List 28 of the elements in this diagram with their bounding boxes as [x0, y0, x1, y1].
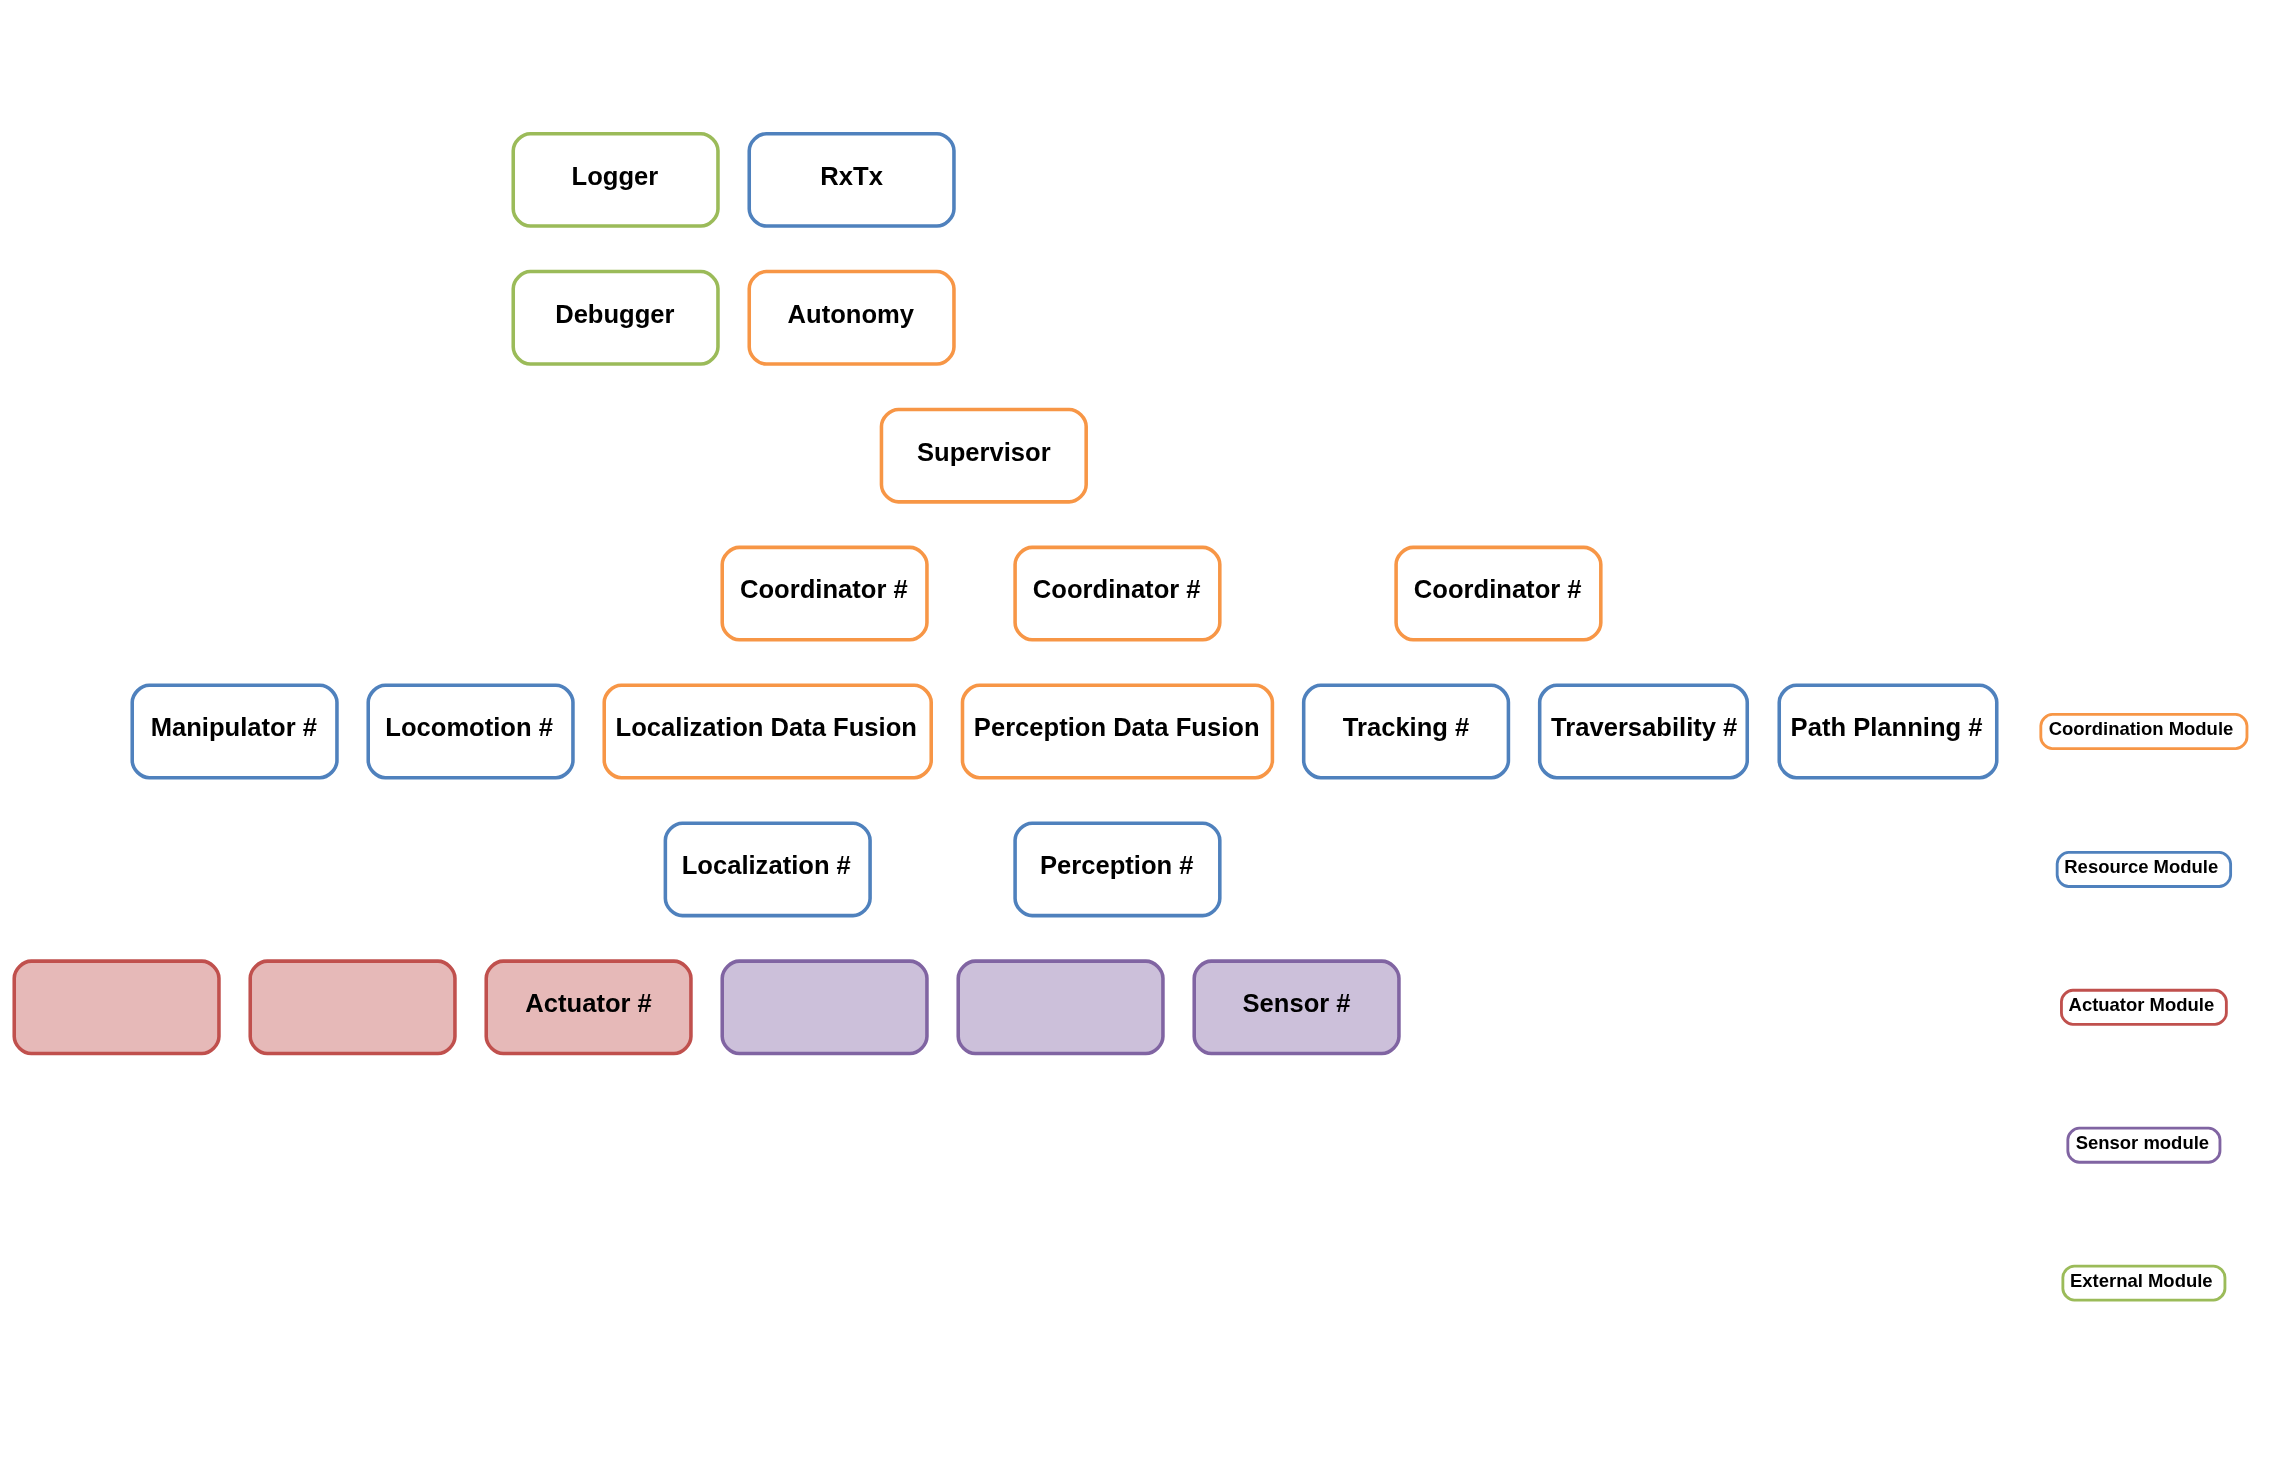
node-box: Perception # [1013, 820, 1222, 917]
legend-label: Resource Module [2064, 855, 2219, 877]
node-box: Actuator # [484, 958, 693, 1055]
node-box: Supervisor [879, 407, 1088, 504]
node-box: Localization # [663, 820, 872, 917]
node-box [248, 958, 457, 1055]
node-box: RxTx [747, 131, 956, 228]
node-box: Tracking # [1301, 683, 1511, 779]
node-box [956, 958, 1165, 1055]
node-box: Path Planning # [1777, 683, 1999, 779]
node-box: Perception Data Fusion [960, 683, 1275, 779]
node-box: Debugger [511, 269, 720, 366]
node-box: Coordinator # [1013, 545, 1222, 642]
node-box: Coordinator # [1394, 545, 1603, 642]
node-box [12, 958, 221, 1055]
legend-label: Actuator Module [2068, 993, 2215, 1015]
legend-label: Coordination Module [2048, 717, 2234, 739]
node-box: Sensor # [1192, 958, 1401, 1055]
node-box: Coordinator # [720, 545, 929, 642]
node-box: Logger [511, 131, 720, 228]
node-box: Autonomy [747, 269, 956, 366]
legend-label: External Module [2069, 1269, 2213, 1291]
node-box: Manipulator # [130, 683, 339, 779]
node-box: Localization Data Fusion [602, 683, 933, 779]
legend-label: Sensor module [2075, 1131, 2210, 1153]
node-box: Locomotion # [366, 683, 575, 779]
node-box [720, 958, 929, 1055]
node-box: Traversability # [1537, 683, 1750, 779]
